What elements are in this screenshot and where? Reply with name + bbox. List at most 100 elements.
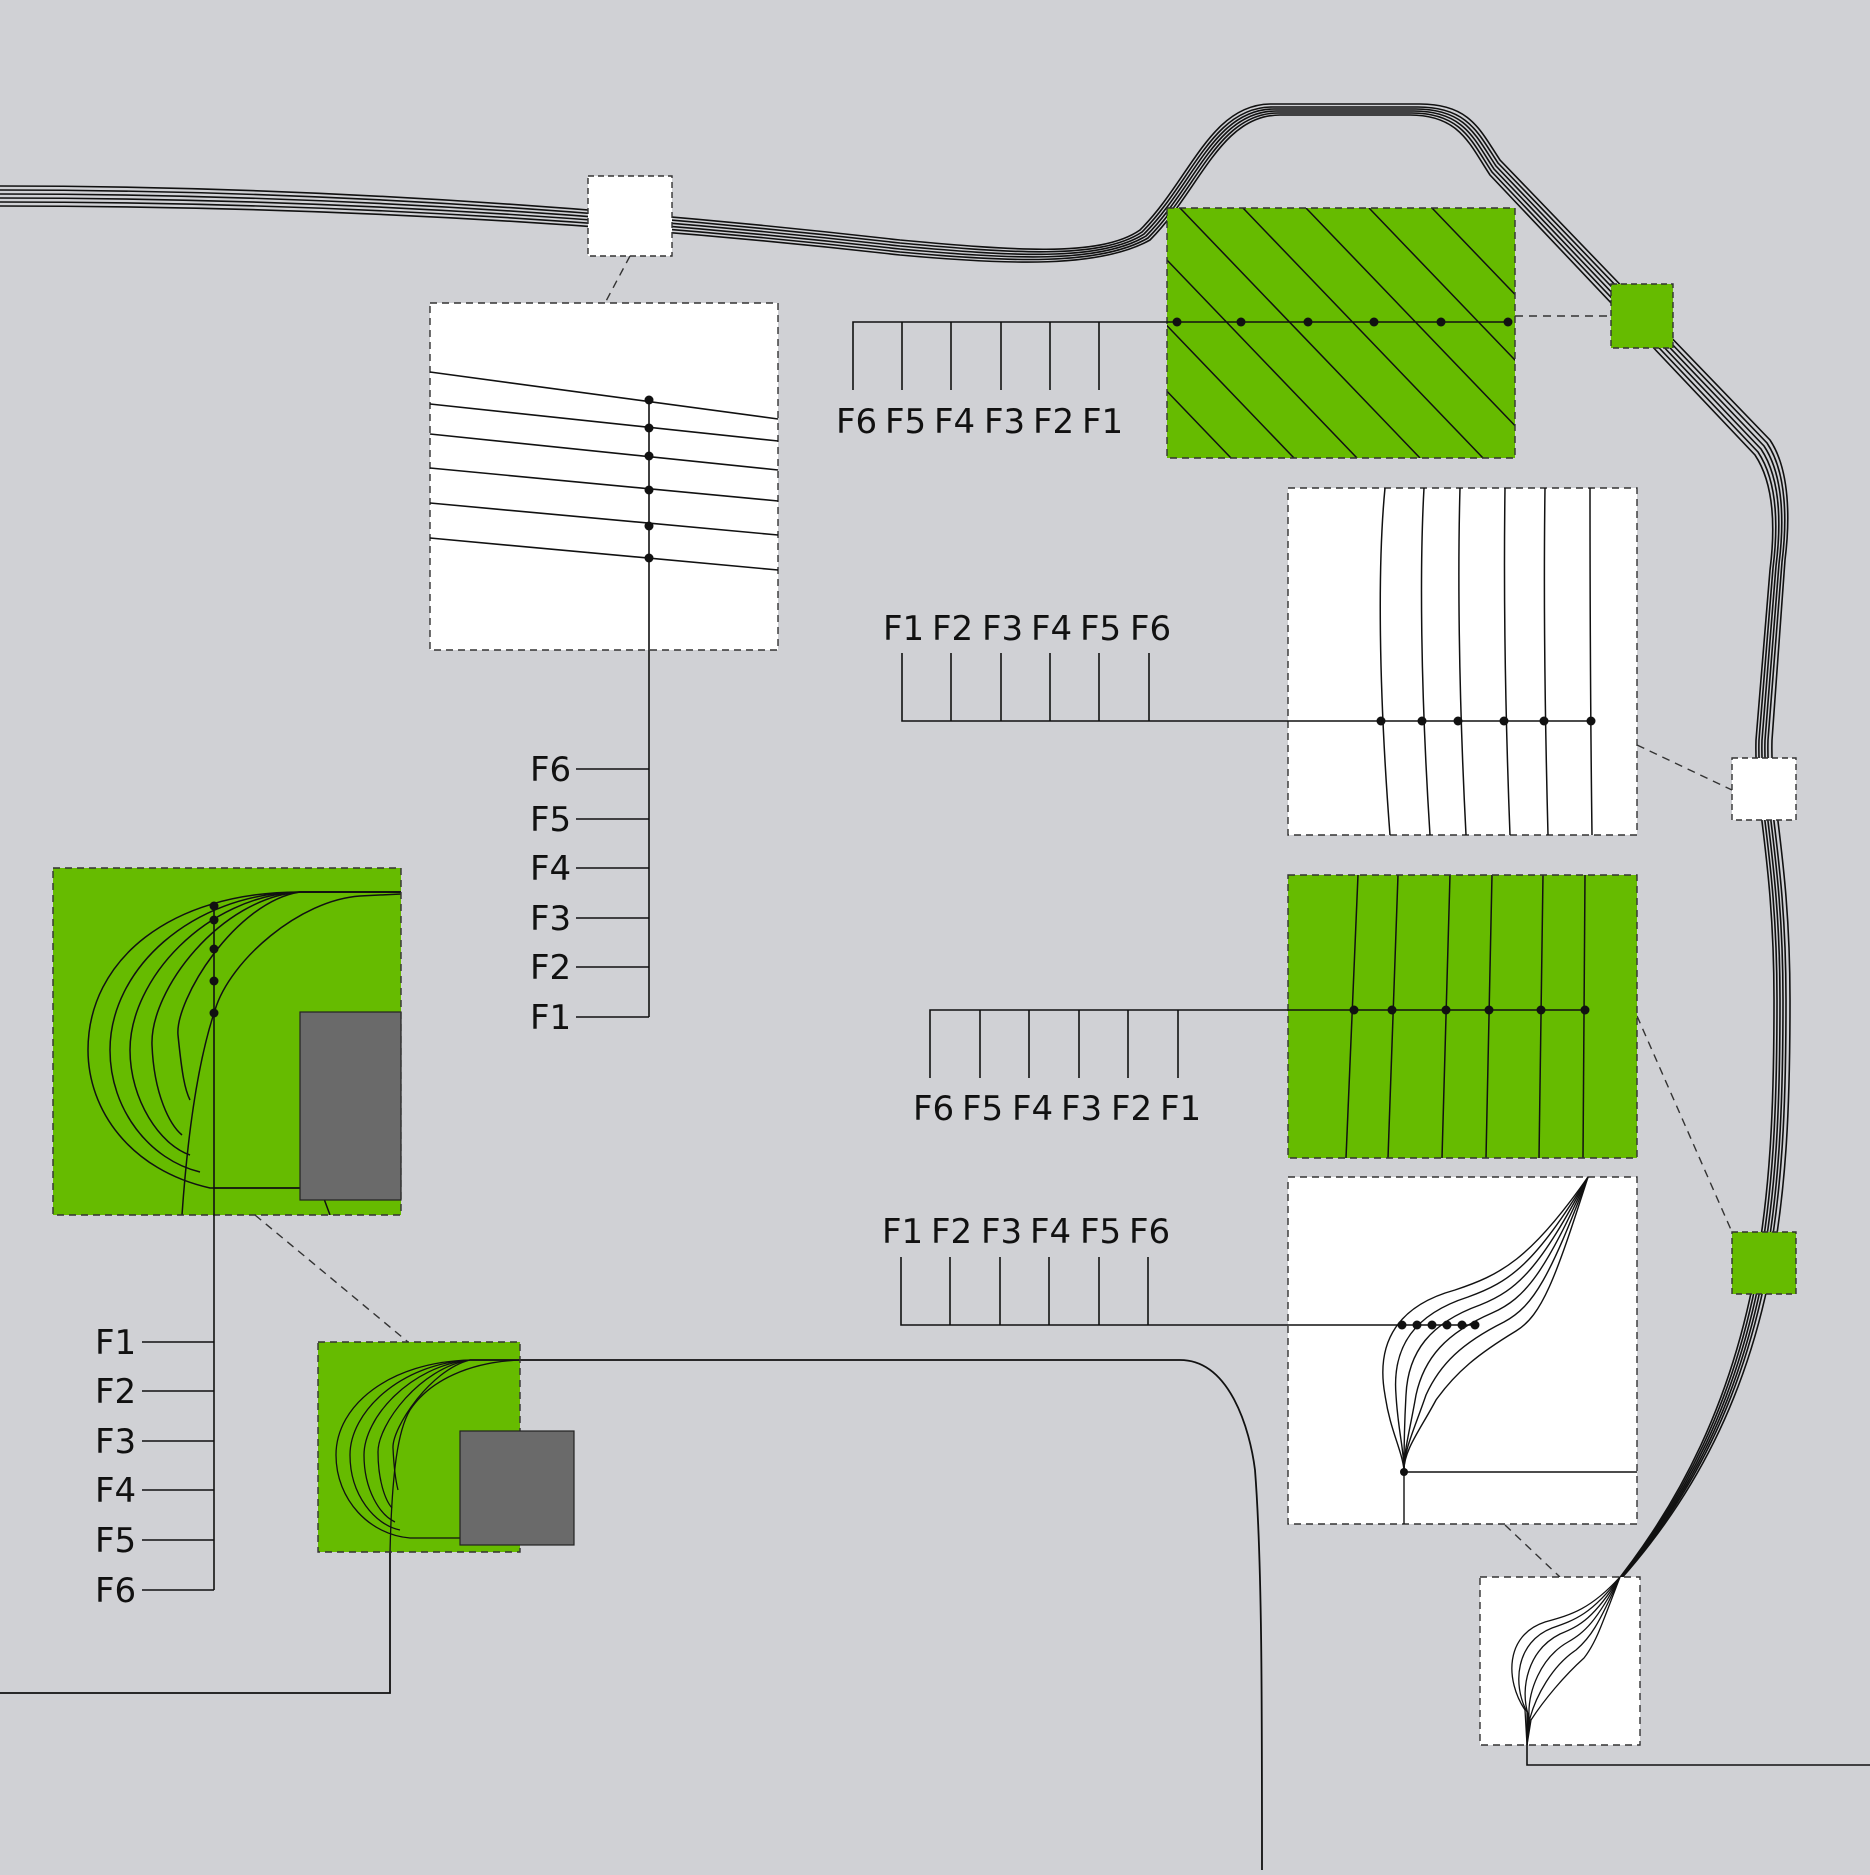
splice-point [1376,716,1386,726]
panel-outline [1287,874,1638,1159]
splice-point [1417,716,1427,726]
fiber-lines [1345,874,1586,1159]
fiber-line [1420,487,1431,836]
tap-lines [852,321,1510,390]
splice-point [1236,317,1246,327]
fiber-line [1305,208,1515,427]
panel-frame[interactable] [1167,208,1515,458]
panel-left-green: F1 F2 F3 F4 F5 F6 [52,867,402,1611]
callout-leaders [254,255,1733,1578]
marker-top-right-green[interactable] [1610,283,1674,349]
fiber-label: F1 [530,998,571,1038]
fiber-line [1403,1176,1589,1471]
marker-right-green[interactable] [1731,1231,1797,1295]
fiber-loop [363,1359,520,1523]
splice-points [1397,1320,1480,1476]
fiber-label: F6 [913,1089,954,1129]
fiber-line [1485,874,1493,1159]
splice-points [644,395,654,563]
marker-top-white[interactable] [587,175,673,257]
splice-point [1539,716,1549,726]
fiber-line [1511,1576,1621,1746]
fiber-label: F3 [1061,1089,1102,1129]
cable-2 [0,106,1787,1583]
fiber-label: F3 [981,1212,1022,1252]
splice-point [644,485,654,495]
panel-outline [52,867,402,1216]
splice-point [1349,1005,1359,1015]
fiber-loop [129,891,401,1156]
splice-point [1457,1320,1467,1330]
fiber-label: F5 [1080,1212,1121,1252]
fiber-label: F2 [530,948,571,988]
fiber-line [1167,324,1295,458]
panel-top-left-white: F6 F5 F4 F3 F2 F1 [429,302,779,1038]
fiber-label: F2 [931,1212,972,1252]
fiber-label: F5 [530,800,571,840]
label-ticks [576,768,649,1018]
fiber-line [1526,1576,1621,1746]
fiber-line [1242,208,1484,458]
splice-point [1536,1005,1546,1015]
fiber-label: F4 [1030,1212,1071,1252]
cable-loop-lower [0,1359,1263,1871]
equipment-block [299,1011,402,1201]
splice-point [1172,317,1182,327]
fiber-lines [429,371,779,1017]
fiber-line [1167,390,1232,458]
fiber-label: F1 [883,609,924,649]
fiber-label: F1 [1082,402,1123,442]
fiber-label: F4 [1031,609,1072,649]
leader-right-green [1636,1015,1733,1233]
panel-outline [1166,207,1516,459]
splice-point [209,944,219,954]
splice-point [1470,1320,1480,1330]
fiber-label: F5 [962,1089,1003,1129]
splice-point [1503,317,1513,327]
splice-point [1441,1005,1451,1015]
tap-lines [929,1009,1587,1078]
fiber-loop [177,891,401,1101]
fiber-loop [377,1359,520,1509]
splice-point [644,423,654,433]
splice-point [644,521,654,531]
marker-right-white[interactable] [1731,757,1797,821]
panel-frame[interactable] [1288,875,1637,1158]
splice-point [1303,317,1313,327]
marker-frame[interactable] [1479,1576,1641,1746]
panel-frame[interactable] [429,302,779,651]
splice-point [209,1008,219,1018]
splice-point [644,553,654,563]
splice-point [1484,1005,1494,1015]
fiber-label: F1 [1160,1089,1201,1129]
fiber-line [1526,1576,1621,1746]
fiber-label: F2 [932,609,973,649]
fiber-label: F4 [530,849,571,889]
fiber-label: F6 [95,1571,136,1611]
leader-left [254,1214,409,1343]
label-ticks [142,1341,214,1591]
splice-point [209,901,219,911]
fiber-line [1582,874,1586,1159]
fiber-line [1394,1176,1589,1471]
fiber-label: F1 [95,1323,136,1363]
cable-6 [0,114,1775,1591]
splice-point [1453,716,1463,726]
fiber-lines [1511,1576,1621,1746]
splice-point [1400,1468,1408,1476]
splice-point [1397,1320,1407,1330]
fiber-line [1503,487,1511,836]
fiber-line [1543,487,1549,836]
panel-frame[interactable] [1287,487,1638,836]
leader-right-white [1636,744,1733,791]
fiber-label: F2 [95,1372,136,1412]
fiber-line [1387,874,1399,1159]
fiber-label: F4 [95,1471,136,1511]
splice-point [644,395,654,405]
splice-points [1172,317,1513,327]
fiber-line [1431,208,1515,296]
splice-point [1436,317,1446,327]
panel-frame[interactable] [1287,1176,1638,1525]
fiber-line [1345,874,1359,1159]
fiber-label: F5 [95,1521,136,1561]
